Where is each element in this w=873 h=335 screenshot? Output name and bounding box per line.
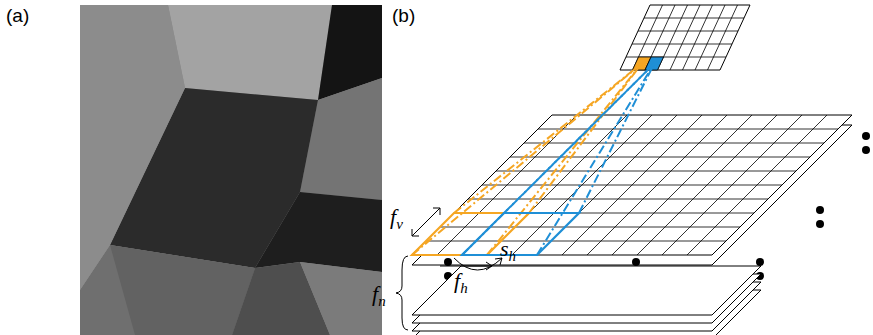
dimension-label: fh bbox=[454, 270, 468, 296]
ellipsis-dots bbox=[444, 132, 870, 280]
output-grid bbox=[620, 5, 750, 70]
projection-line bbox=[579, 64, 654, 214]
dimension-label: sh bbox=[500, 238, 516, 264]
grid-line bbox=[644, 18, 744, 19]
grid-line bbox=[632, 44, 732, 45]
grid-line bbox=[645, 5, 675, 70]
grain-image bbox=[80, 5, 382, 335]
grid-line bbox=[695, 5, 725, 70]
projection-line bbox=[529, 64, 642, 214]
grid-line bbox=[468, 199, 768, 200]
grid-line bbox=[683, 5, 713, 70]
projection-line bbox=[504, 64, 654, 214]
grid-line bbox=[426, 241, 726, 242]
feature-layer bbox=[412, 115, 852, 255]
grid-line bbox=[524, 143, 824, 144]
grid-line bbox=[670, 5, 700, 70]
dimension-label: fn bbox=[372, 283, 386, 309]
projection-line bbox=[537, 64, 654, 256]
lower-layers bbox=[412, 266, 761, 335]
grid-line bbox=[638, 31, 738, 32]
feature-layers bbox=[412, 115, 852, 265]
dimension-arrows bbox=[396, 208, 502, 330]
grid-line bbox=[708, 5, 738, 70]
projection-line bbox=[454, 64, 642, 214]
panel-label: (b) bbox=[392, 6, 415, 25]
kernel-window bbox=[462, 213, 579, 255]
receptive-fields bbox=[412, 64, 654, 256]
grid-line bbox=[633, 5, 663, 70]
output-grid bbox=[620, 5, 750, 70]
feature-layer bbox=[412, 266, 761, 315]
grid-line bbox=[482, 185, 782, 186]
grid-line bbox=[440, 227, 740, 228]
grid-line bbox=[538, 129, 838, 130]
panel-label: (a) bbox=[6, 6, 29, 25]
grid-line bbox=[510, 157, 810, 158]
projection-line bbox=[412, 64, 642, 256]
dimension-label: fv bbox=[390, 206, 403, 232]
projection-line bbox=[462, 64, 654, 256]
grid-line bbox=[496, 171, 796, 172]
